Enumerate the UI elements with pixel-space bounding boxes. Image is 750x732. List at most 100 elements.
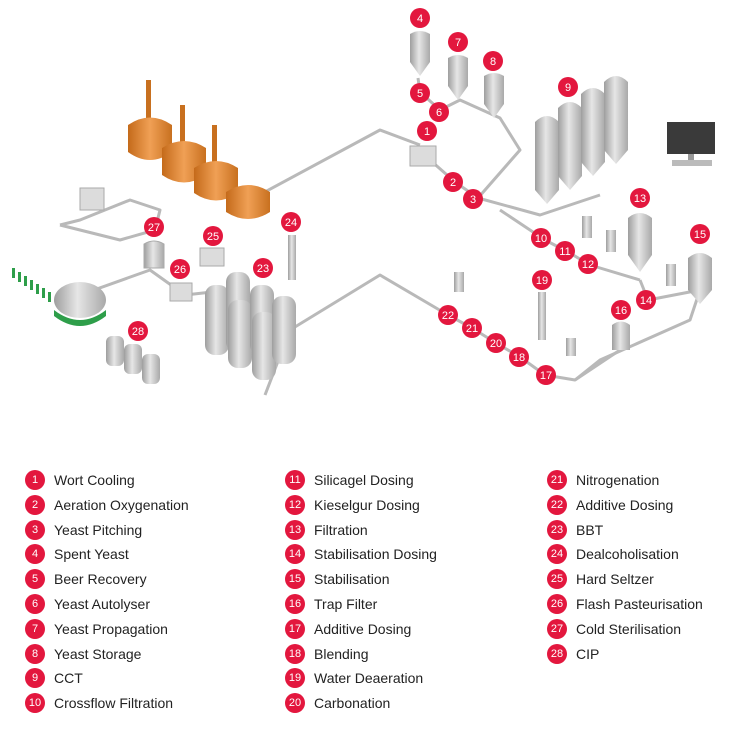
yeast-tanks (410, 31, 504, 118)
badge-26: 26 (170, 259, 190, 279)
legend-number-badge: 10 (25, 693, 45, 714)
legend-label: Kieselgur Dosing (314, 496, 420, 513)
legend-label: Spent Yeast (54, 546, 129, 563)
badge-28: 28 (128, 321, 148, 341)
svg-text:15: 15 (694, 229, 706, 241)
badge-1: 1 (417, 121, 437, 141)
pipe-trap-filter (574, 348, 621, 382)
badge-10: 10 (531, 228, 551, 248)
process-units (79, 187, 225, 302)
legend-number-badge: 1 (25, 470, 45, 490)
badge-8: 8 (483, 51, 503, 71)
svg-text:21: 21 (466, 323, 478, 335)
legend-number-badge: 9 (25, 668, 45, 689)
legend-number-badge: 20 (285, 693, 305, 714)
legend-number-badge: 23 (547, 519, 567, 540)
legend-number-badge: 28 (547, 643, 567, 664)
process-badges: 1 2 3 4 5 6 7 8 9 10 11 12 13 14 15 16 1… (128, 8, 710, 385)
legend-number-badge: 27 (547, 618, 567, 639)
legend-label: Yeast Propagation (54, 620, 168, 637)
legend-label: Yeast Autolyser (54, 596, 150, 612)
legend-label: Filtration (314, 521, 368, 538)
badge-13: 13 (630, 188, 650, 208)
copper-kettle-4 (226, 185, 270, 219)
legend-label: Crossflow Filtration (54, 695, 174, 712)
legend-number-badge: 11 (285, 470, 305, 490)
legend-number-badge: 5 (25, 569, 45, 590)
badge-17: 17 (536, 365, 556, 385)
badge-12: 12 (578, 254, 598, 274)
badge-5: 5 (410, 83, 430, 103)
legend-number-badge: 12 (285, 494, 305, 515)
pipe-left-loop (59, 198, 162, 242)
legend-label: Additive Dosing (314, 620, 412, 637)
legend-label: Silicagel Dosing (314, 472, 414, 488)
pipe-filtration-return (289, 273, 702, 382)
svg-text:1: 1 (424, 126, 430, 138)
svg-text:17: 17 (540, 370, 552, 382)
svg-text:9: 9 (565, 82, 571, 94)
legend-number-badge: 22 (547, 494, 567, 515)
legend-label: Trap Filter (314, 596, 378, 612)
legend-label: Stabilisation Dosing (314, 546, 437, 563)
badge-24: 24 (281, 212, 301, 232)
badge-3: 3 (463, 189, 483, 209)
svg-text:25: 25 (207, 231, 219, 243)
badge-15: 15 (690, 224, 710, 244)
copper-kettle-3 (194, 125, 238, 201)
svg-text:3: 3 (470, 194, 476, 206)
legend-number-badge: 18 (285, 643, 305, 664)
legend-label: Flash Pasteurisation (576, 596, 703, 612)
badge-11: 11 (555, 241, 575, 261)
brewhouse-vessels (128, 80, 270, 219)
legend-number-badge: 14 (285, 544, 305, 565)
svg-text:28: 28 (132, 326, 144, 338)
badge-14: 14 (636, 290, 656, 310)
legend-number-badge: 19 (285, 668, 305, 689)
svg-text:8: 8 (490, 56, 496, 68)
legend-number-badge: 17 (285, 618, 305, 639)
legend-label: Dealcoholisation (576, 546, 679, 563)
svg-text:6: 6 (436, 107, 442, 119)
svg-text:23: 23 (257, 263, 269, 275)
badge-19: 19 (532, 270, 552, 290)
legend-label: CIP (576, 645, 600, 662)
propagation-tank (448, 55, 468, 100)
svg-text:12: 12 (582, 259, 594, 271)
badge-23: 23 (253, 258, 273, 278)
pipe-brewhouse-to-cooling (249, 128, 421, 202)
badge-18: 18 (509, 347, 529, 367)
legend-label: BBT (576, 521, 604, 538)
legend-number-badge: 8 (25, 643, 45, 664)
svg-text:18: 18 (513, 352, 525, 364)
legend-number-badge: 15 (285, 569, 305, 590)
svg-text:11: 11 (559, 246, 570, 258)
legend-label: Stabilisation (314, 571, 390, 588)
legend-label: Additive Dosing (576, 496, 674, 513)
brewery-process-diagram: 1 2 3 4 5 6 7 8 9 10 11 12 13 14 15 16 1… (12, 8, 715, 396)
bbt-tanks (205, 272, 296, 380)
legend-number-badge: 6 (25, 594, 45, 614)
badge-4: 4 (410, 8, 430, 28)
legend-number-badge: 25 (547, 569, 567, 590)
control-monitor-icon (667, 122, 715, 166)
legend-label: Cold Sterilisation (576, 620, 682, 637)
badge-22: 22 (438, 305, 458, 325)
cip-tanks (106, 336, 160, 384)
legend-label: Carbonation (314, 695, 391, 712)
cct-tanks (535, 76, 628, 204)
svg-text:26: 26 (174, 264, 186, 276)
badge-6: 6 (429, 102, 449, 122)
svg-text:2: 2 (450, 177, 456, 189)
legend-label: Wort Cooling (54, 472, 135, 488)
legend-number-badge: 24 (547, 544, 567, 565)
svg-text:7: 7 (455, 37, 461, 49)
badge-2: 2 (443, 172, 463, 192)
legend-label: Beer Recovery (54, 571, 147, 588)
storage-tank (484, 73, 504, 118)
legend-number-badge: 4 (25, 544, 45, 565)
filtration-tanks (288, 213, 712, 356)
badge-7: 7 (448, 32, 468, 52)
svg-text:24: 24 (285, 217, 297, 229)
svg-text:4: 4 (417, 13, 423, 25)
